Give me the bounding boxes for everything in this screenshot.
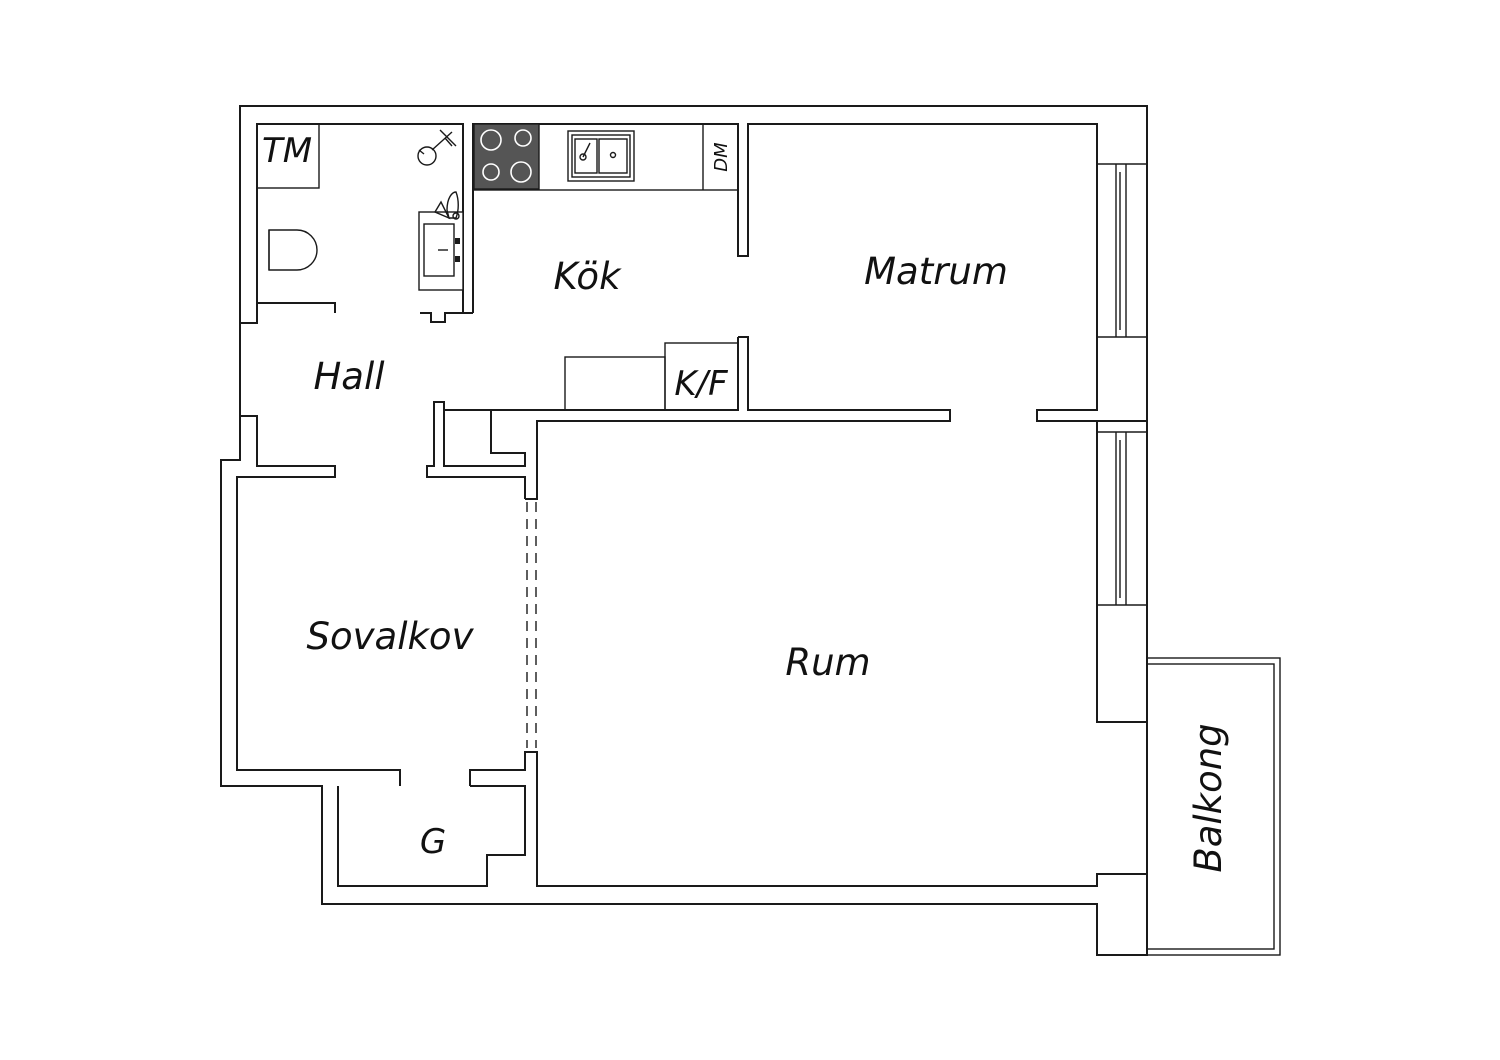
bathroom-lower-wall bbox=[240, 302, 336, 324]
room-label-matrum: Matrum bbox=[864, 250, 1008, 293]
room-label-sovalkov: Sovalkov bbox=[307, 615, 475, 658]
closet-g-wall bbox=[337, 785, 526, 887]
hall-left-wall bbox=[236, 323, 401, 786]
tm-label: TM bbox=[262, 131, 312, 171]
room-label-hall: Hall bbox=[313, 355, 385, 398]
kitchen-sink-icon bbox=[567, 130, 635, 182]
dm-label: DM bbox=[711, 142, 732, 172]
fridge-freezer bbox=[564, 342, 739, 411]
room-label-balkong: Balkong bbox=[1187, 723, 1230, 872]
kitchen-counter bbox=[472, 123, 739, 191]
window-rum bbox=[1097, 431, 1147, 606]
closet-label-g: G bbox=[420, 822, 446, 862]
outer-wall-outer-edge bbox=[220, 105, 1148, 956]
closet-niche bbox=[443, 410, 526, 467]
kitchen-partition bbox=[525, 336, 951, 500]
kf-label: K/F bbox=[674, 364, 728, 404]
balcony bbox=[1146, 657, 1281, 956]
tm-box bbox=[256, 123, 320, 189]
bathroom-inner-wall bbox=[256, 123, 464, 323]
sliding-door-opening bbox=[526, 502, 537, 748]
window-matrum bbox=[1097, 163, 1147, 338]
toilet-icon bbox=[268, 229, 318, 271]
stove-icon bbox=[473, 123, 540, 190]
sovalkov-lower-wall bbox=[469, 751, 1147, 887]
rum-right-wall bbox=[1096, 421, 1147, 723]
kf-wall bbox=[426, 337, 739, 499]
room-label-kok: Kök bbox=[553, 255, 622, 298]
room-label-rum: Rum bbox=[785, 641, 870, 684]
washbasin-icon bbox=[418, 191, 464, 291]
shower-icon bbox=[417, 129, 457, 166]
